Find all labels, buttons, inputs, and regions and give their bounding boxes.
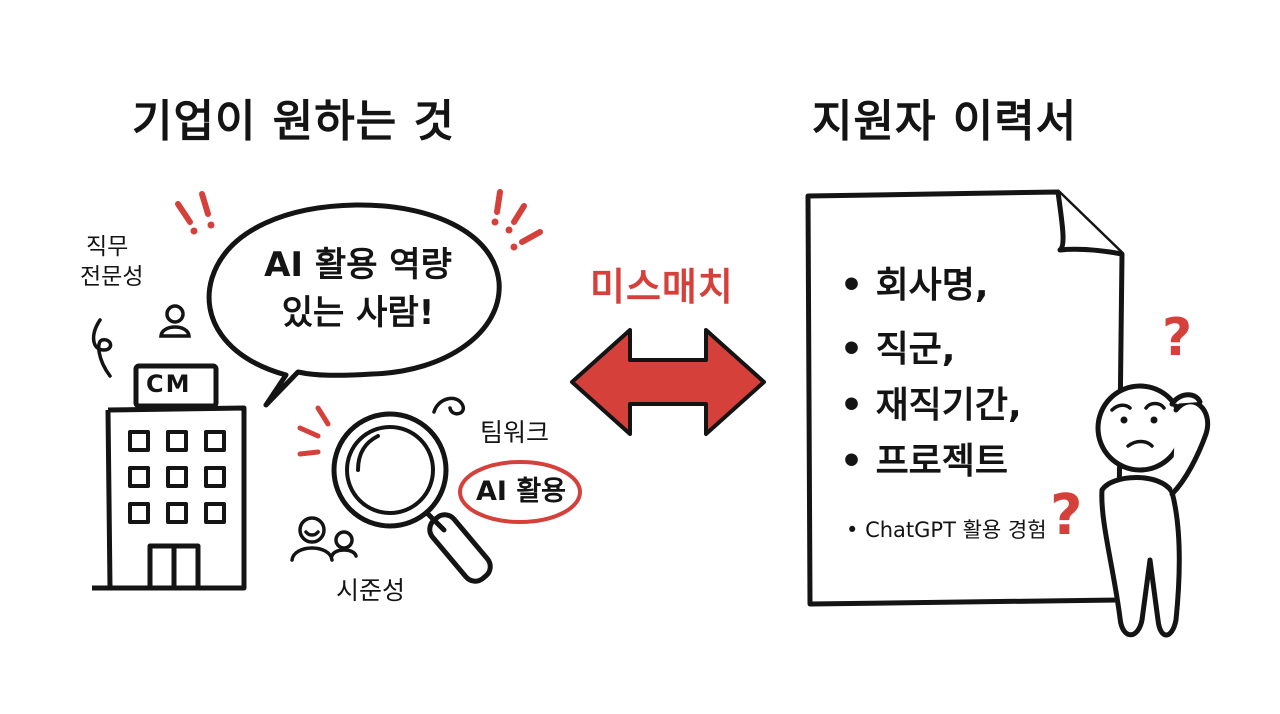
magnifier-icon xyxy=(331,411,493,584)
people-group-icon xyxy=(290,516,358,562)
exclamation-left-icon xyxy=(175,191,215,235)
speech-line-2: 있는 사람! xyxy=(281,293,435,333)
ai-skill-highlight xyxy=(458,460,582,524)
double-arrow-icon xyxy=(570,328,766,436)
speech-bubble xyxy=(206,202,502,408)
resume-bullet-4: • 프로젝트 xyxy=(840,441,1009,482)
skill-expertise-line2: 전문성 xyxy=(80,264,144,290)
building-sign: CM xyxy=(146,370,192,398)
title-applicant-resume: 지원자 이력서 xyxy=(812,96,1078,147)
squiggle-left-icon xyxy=(91,318,113,378)
confused-person-icon xyxy=(1095,383,1211,638)
skill-teamwork: 팀워크 xyxy=(480,418,550,447)
skill-expertise-line1: 직무 xyxy=(86,234,129,260)
title-company-wants: 기업이 원하는 것 xyxy=(132,96,455,147)
emphasis-strokes-icon xyxy=(297,405,331,457)
exclamation-right-icon xyxy=(491,189,543,251)
resume-document xyxy=(805,189,1125,607)
mismatch-label: 미스매치 xyxy=(590,265,734,309)
squiggle-right-icon xyxy=(432,396,466,416)
resume-bullet-1: • 회사명, xyxy=(840,265,989,306)
speech-line-1: AI 활용 역량 xyxy=(264,245,452,285)
resume-bullet-2: • 직군, xyxy=(840,329,956,370)
resume-bullet-3: • 재직기간, xyxy=(840,385,1022,426)
person-small-icon xyxy=(159,304,191,338)
resume-bullet-small: • ChatGPT 활용 경험 xyxy=(846,518,1047,542)
question-mark-head-icon: ? xyxy=(1162,308,1193,368)
building-icon xyxy=(92,363,247,591)
question-mark-resume-icon: ? xyxy=(1050,483,1083,548)
skill-ai: AI 활용 xyxy=(476,476,567,507)
skill-timeliness: 시준성 xyxy=(336,576,406,605)
